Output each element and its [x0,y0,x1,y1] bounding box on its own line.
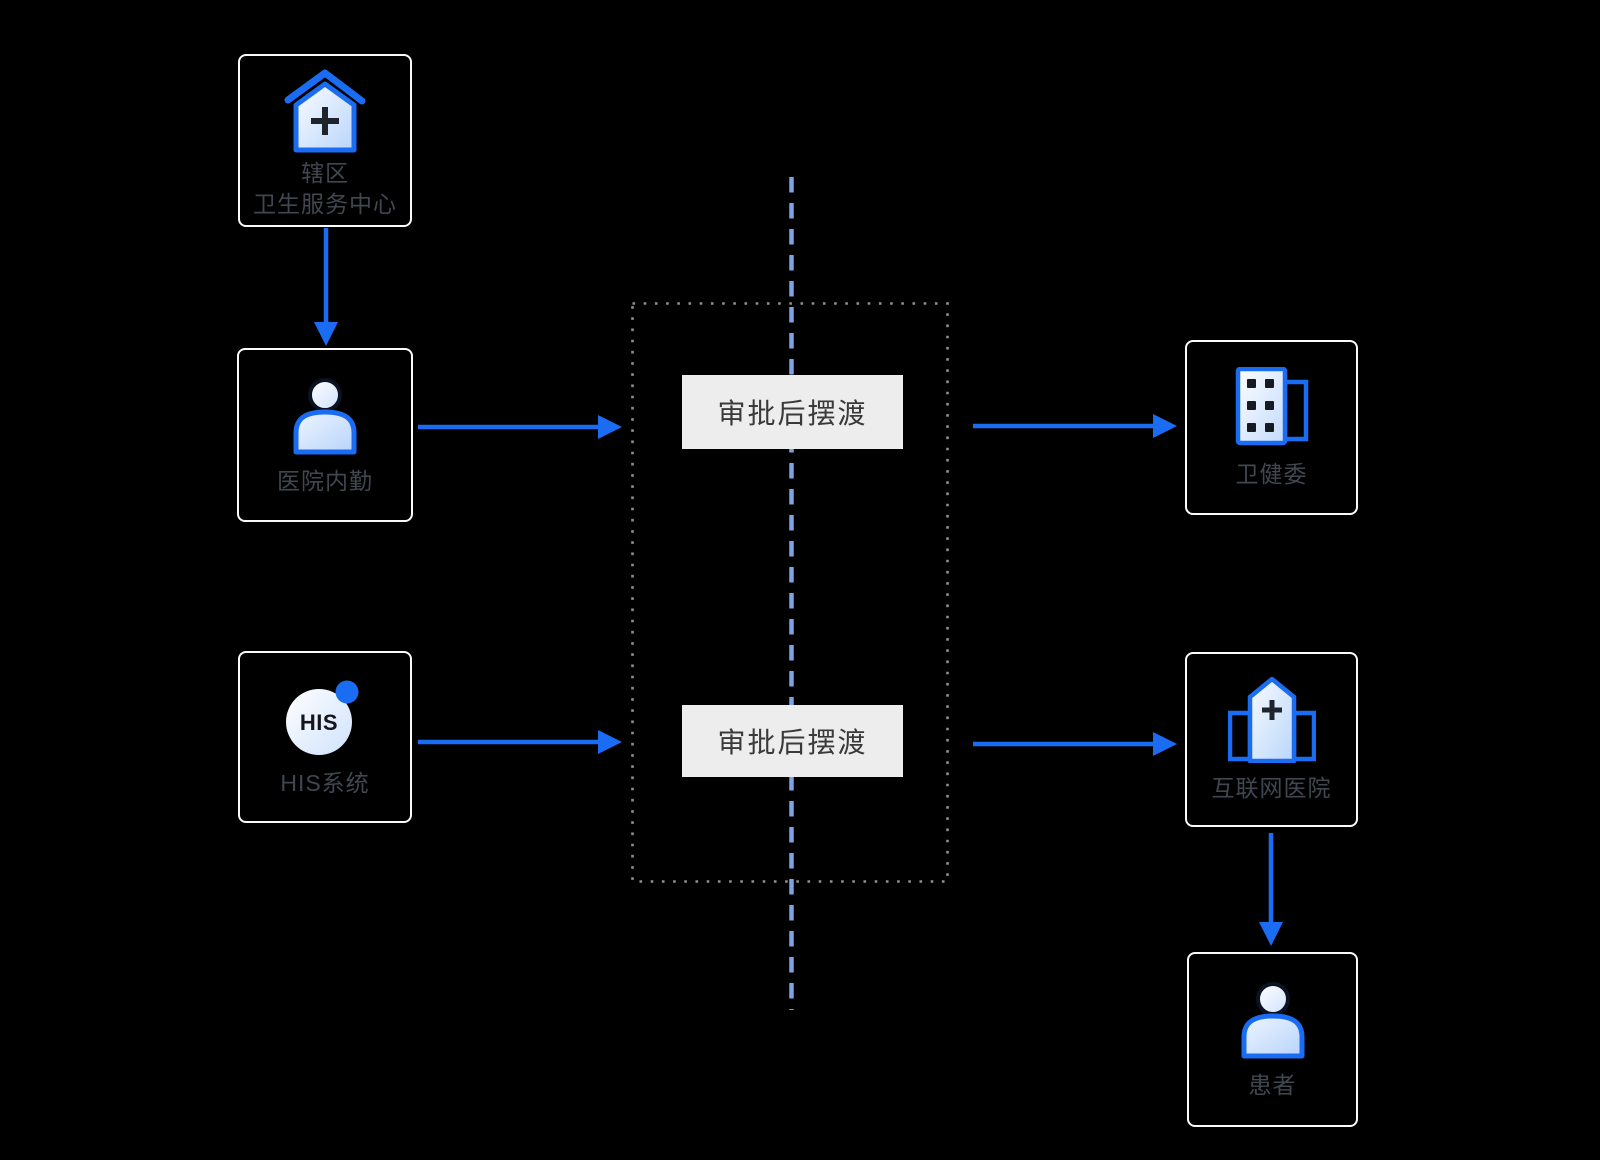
node-hospital-staff: 医院内勤 [237,348,413,522]
node-internet-hospital: 互联网医院 [1185,652,1358,827]
gateway-label-top: 审批后摆渡 [682,375,903,449]
node-label: 互联网医院 [1211,775,1332,801]
approval-boundary-dotted-box [631,302,949,883]
arrow-internet-hospital-to-patient [1259,833,1283,946]
node-label: 医院内勤 [277,467,373,494]
person-icon [280,376,370,456]
community-health-center-icon [280,64,370,156]
gateway-label-bottom: 审批后摆渡 [682,705,903,777]
node-label: 患者 [1248,1072,1297,1098]
node-label: 辖区 [301,159,349,186]
node-community-health-center: 辖区 卫生服务中心 [238,54,412,227]
government-building-icon [1233,367,1311,449]
node-patient: 患者 [1187,952,1358,1127]
his-system-icon: HIS [277,678,373,758]
node-his-system: HIS HIS系统 [238,651,412,823]
node-label: 卫健委 [1235,461,1308,487]
arrow-gateway-to-health-commission [973,414,1177,438]
person-icon [1228,980,1318,1060]
arrow-gateway-to-internet-hospital [973,732,1177,756]
arrow-his-to-gateway [418,730,622,754]
his-icon-text: HIS [300,710,338,735]
internet-hospital-icon [1227,677,1316,763]
node-health-commission: 卫健委 [1185,340,1358,515]
node-label: HIS系统 [280,769,370,796]
arrow-community-to-staff [314,228,338,346]
arrow-staff-to-gateway [418,415,622,439]
node-label: 卫生服务中心 [253,190,397,217]
